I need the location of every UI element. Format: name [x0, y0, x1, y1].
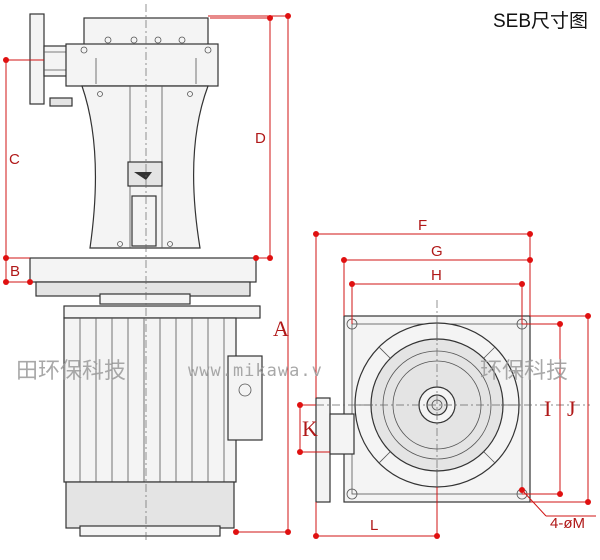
side-dimensions: [3, 13, 291, 535]
top-dimensions: [297, 231, 596, 539]
watermark: 田环保科技 www.mikawa.v 环保科技: [16, 359, 568, 384]
label-i: I: [544, 396, 551, 421]
label-c: C: [9, 151, 20, 168]
page-title: SEB尺寸图: [492, 11, 588, 32]
label-h: H: [431, 267, 442, 284]
label-g: G: [431, 243, 443, 260]
dimension-letters: A B C D F G H I J K L 4-øM: [9, 130, 585, 534]
label-f: F: [418, 217, 427, 234]
label-b: B: [10, 263, 20, 280]
label-m: 4-øM: [550, 515, 585, 532]
pump-side-view: [29, 4, 263, 540]
watermark-brand: 田环保科技: [16, 359, 126, 384]
watermark-url: www.mikawa.v: [188, 361, 323, 381]
label-l: L: [370, 517, 378, 534]
label-j: J: [567, 396, 576, 421]
pump-top-view: [300, 300, 590, 540]
label-d: D: [255, 130, 266, 147]
label-a: A: [273, 316, 289, 341]
label-k: K: [302, 416, 318, 441]
watermark-brand-right: 环保科技: [480, 359, 568, 384]
